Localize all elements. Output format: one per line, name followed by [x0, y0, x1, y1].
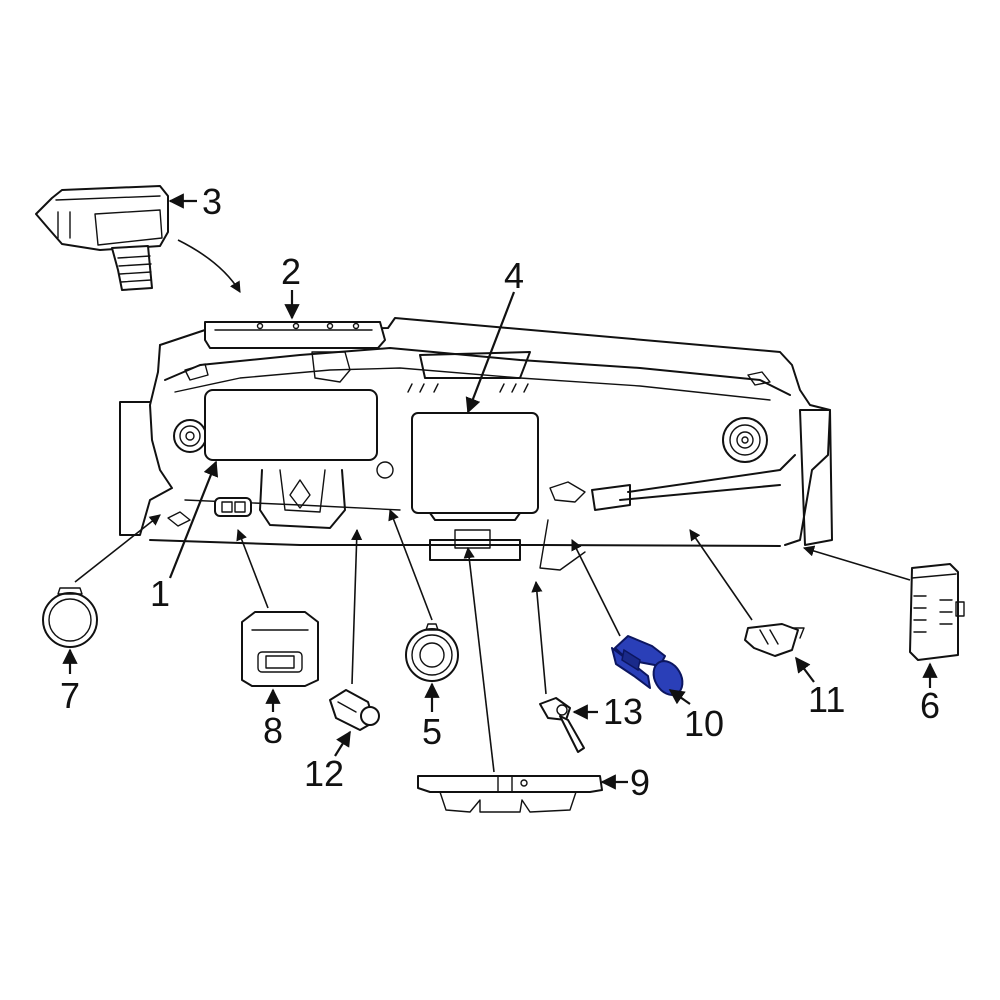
callout-7: 7	[60, 675, 80, 716]
part-10-push-start-switch	[611, 635, 684, 696]
steering-column	[259, 469, 346, 529]
part-13-lever	[539, 697, 585, 753]
callout-leaders	[62, 193, 938, 790]
part-4-center-display	[411, 412, 539, 521]
callout-3: 3	[202, 181, 222, 222]
callout-10: 10	[684, 703, 724, 744]
callout-1: 1	[150, 573, 170, 614]
callout-13: 13	[603, 691, 643, 732]
callout-8: 8	[263, 710, 283, 751]
part-2-bracket	[204, 321, 386, 349]
part-1-meter-screen	[204, 389, 378, 461]
callout-4: 4	[504, 255, 524, 296]
part-8-switch-housing	[241, 611, 319, 687]
part-5-switch	[405, 623, 459, 682]
callout-labels: 1 2 3 4 5 6 7 8 9 10 11 12 13	[60, 181, 940, 803]
callout-2: 2	[281, 251, 301, 292]
callout-6: 6	[920, 685, 940, 726]
callout-9: 9	[630, 762, 650, 803]
callout-11: 11	[808, 679, 845, 720]
part-11-clip	[744, 623, 805, 657]
callout-12: 12	[304, 753, 344, 794]
part-6-control-module	[909, 563, 965, 661]
part-7-switch	[42, 587, 98, 648]
location-arrows	[74, 239, 911, 773]
part-12-sensor	[329, 689, 380, 731]
callout-5: 5	[422, 711, 442, 752]
part-9-lower-panel	[417, 775, 603, 813]
part-3-head-up-display	[35, 185, 169, 291]
dash-switch-8-location	[214, 497, 252, 517]
right-vent	[722, 417, 768, 463]
left-vent	[173, 419, 207, 453]
